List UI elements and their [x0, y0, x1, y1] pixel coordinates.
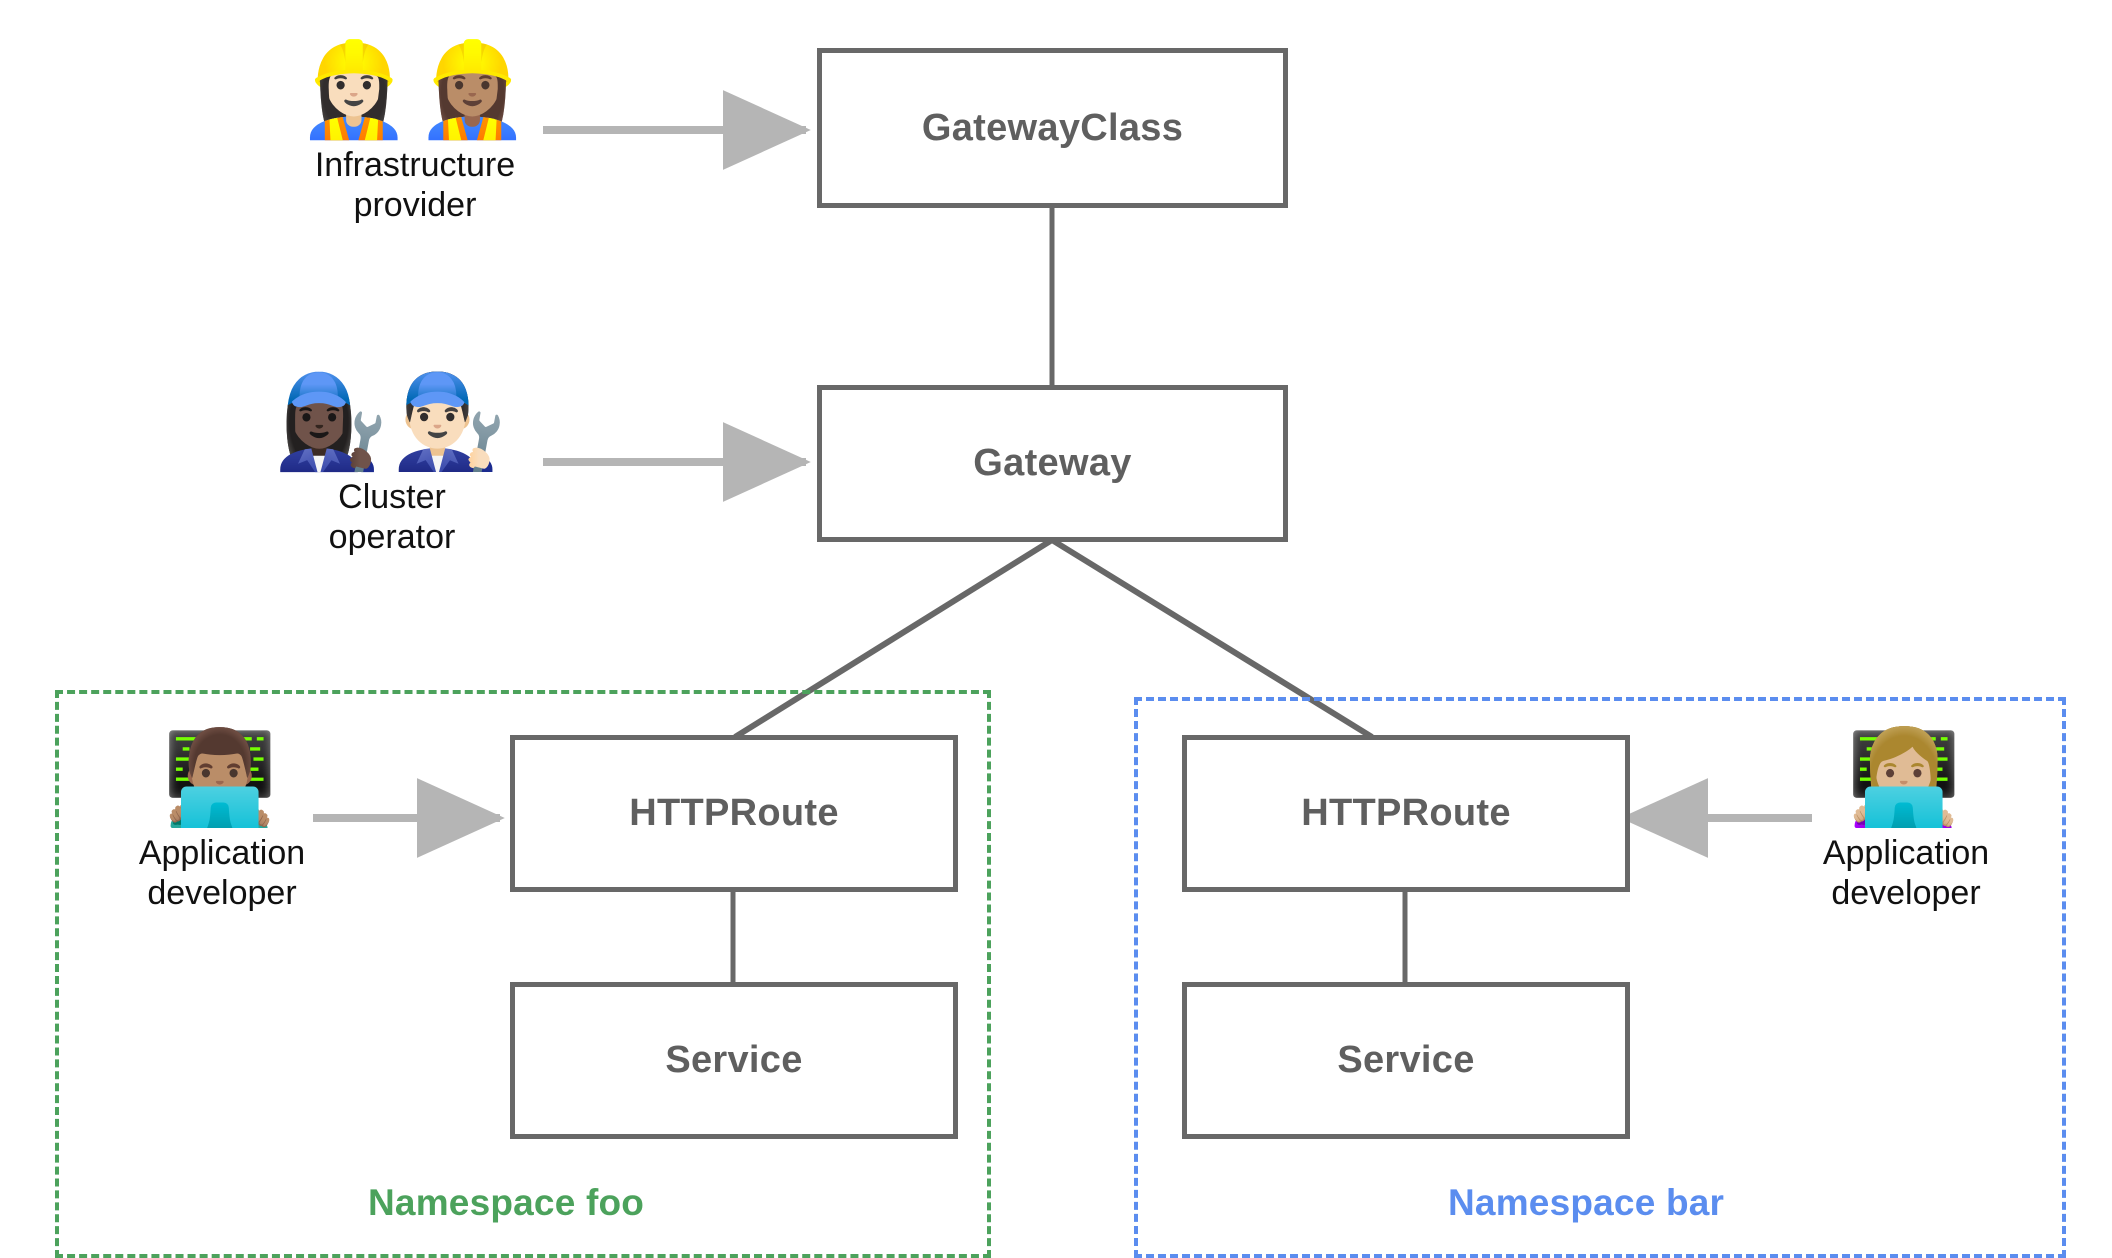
node-service-bar[interactable]: Service: [1182, 982, 1630, 1139]
persona-application-developer-foo-label: Application developer: [138, 833, 306, 912]
persona-application-developer-foo: 👨🏽‍💻 Application developer: [52, 724, 392, 913]
namespace-foo-label: Namespace foo: [368, 1182, 645, 1223]
node-httproute-bar-label: HTTPRoute: [1301, 792, 1511, 834]
node-httproute-bar[interactable]: HTTPRoute: [1182, 735, 1630, 892]
persona-application-developer-bar: 👩🏼‍💻 Application developer: [1736, 724, 2076, 913]
namespace-bar-boundary: [1134, 697, 2066, 1258]
woman-technologist-emoji: 👩🏼‍💻: [1846, 724, 1966, 831]
node-gatewayclass[interactable]: GatewayClass: [817, 48, 1288, 208]
namespace-bar-label: Namespace bar: [1448, 1182, 1725, 1223]
node-service-foo-label: Service: [665, 1039, 803, 1081]
persona-application-developer-bar-label: Application developer: [1822, 833, 1990, 912]
construction-worker-women-emoji: 👷🏻‍♀️👷🏽‍♀️: [296, 36, 534, 143]
persona-infrastructure-provider: 👷🏻‍♀️👷🏽‍♀️ Infrastructure provider: [245, 36, 585, 225]
persona-cluster-operator: 👩🏿‍🔧👨🏻‍🔧 Cluster operator: [222, 368, 562, 557]
man-technologist-emoji: 👨🏽‍💻: [162, 724, 282, 831]
namespace-foo-boundary: [55, 690, 991, 1258]
node-httproute-foo[interactable]: HTTPRoute: [510, 735, 958, 892]
node-gateway-label: Gateway: [973, 442, 1132, 484]
node-gateway[interactable]: Gateway: [817, 385, 1288, 542]
node-service-foo[interactable]: Service: [510, 982, 958, 1139]
node-gatewayclass-label: GatewayClass: [921, 106, 1184, 149]
persona-infrastructure-provider-label: Infrastructure provider: [314, 145, 516, 224]
persona-cluster-operator-label: Cluster operator: [328, 477, 456, 556]
node-httproute-foo-label: HTTPRoute: [629, 792, 839, 834]
mechanic-people-emoji: 👩🏿‍🔧👨🏻‍🔧: [273, 368, 511, 475]
node-service-bar-label: Service: [1337, 1039, 1475, 1081]
